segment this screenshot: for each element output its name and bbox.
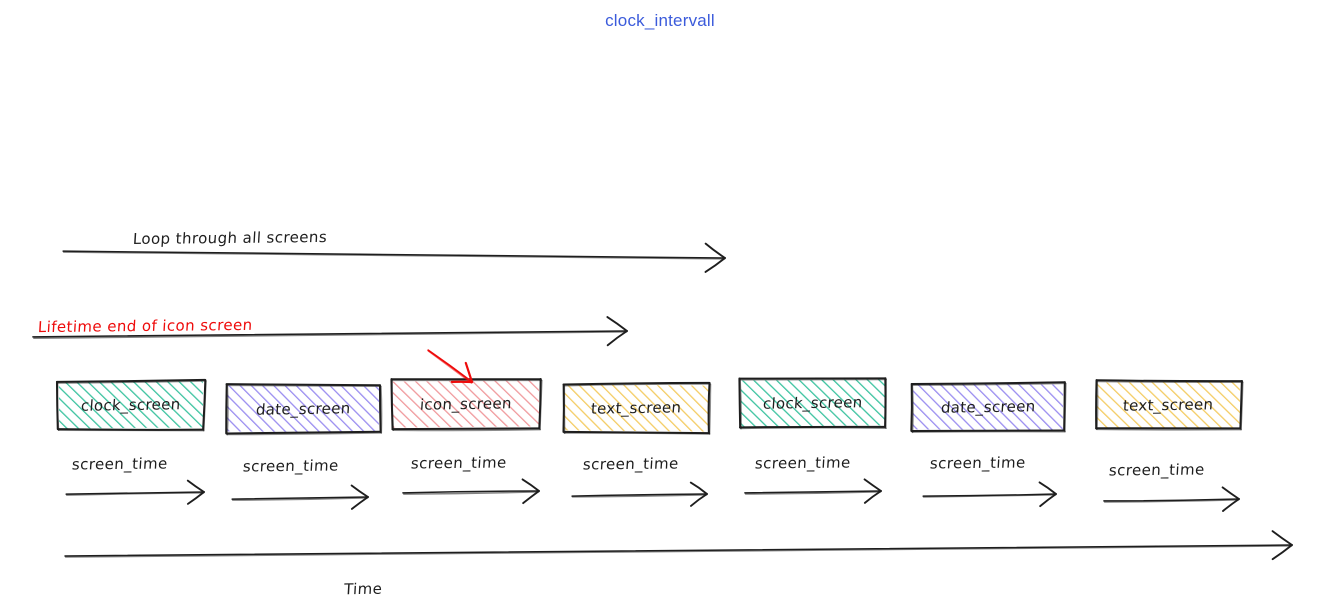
- duration-label-1: screen_time: [71, 454, 169, 474]
- screen-box-text-screen-7[interactable]: text_screen: [1096, 381, 1241, 429]
- screen-box-label: text_screen: [590, 398, 683, 418]
- time-axis-label: Time: [343, 579, 383, 599]
- screen-box-date-screen-6[interactable]: date_screen: [912, 383, 1064, 431]
- screen-box-clock-screen-1[interactable]: clock_screen: [58, 381, 204, 429]
- duration-label-6: screen_time: [929, 453, 1027, 473]
- page-title: clock_intervall: [605, 11, 715, 30]
- screen-box-date-screen-2[interactable]: date_screen: [226, 385, 380, 433]
- duration-label-3: screen_time: [410, 453, 508, 473]
- duration-label-2: screen_time: [242, 456, 340, 476]
- screen-box-label: date_screen: [255, 399, 351, 419]
- screen-box-label: clock_screen: [762, 393, 864, 413]
- screen-box-icon-screen-3[interactable]: icon_screen: [392, 380, 540, 428]
- duration-label-5: screen_time: [754, 453, 852, 473]
- screen-box-label: clock_screen: [80, 395, 182, 415]
- screen-box-label: icon_screen: [419, 394, 513, 414]
- screen-box-clock-screen-5[interactable]: clock_screen: [740, 379, 886, 427]
- lifetime-annotation-label: Lifetime end of icon screen: [37, 315, 254, 337]
- screen-box-label: date_screen: [940, 397, 1036, 417]
- duration-label-7: screen_time: [1108, 460, 1206, 480]
- screen-box-text-screen-4[interactable]: text_screen: [563, 384, 710, 432]
- loop-annotation-label: Loop through all screens: [132, 227, 328, 249]
- screen-box-label: text_screen: [1122, 395, 1215, 415]
- duration-label-4: screen_time: [582, 454, 680, 474]
